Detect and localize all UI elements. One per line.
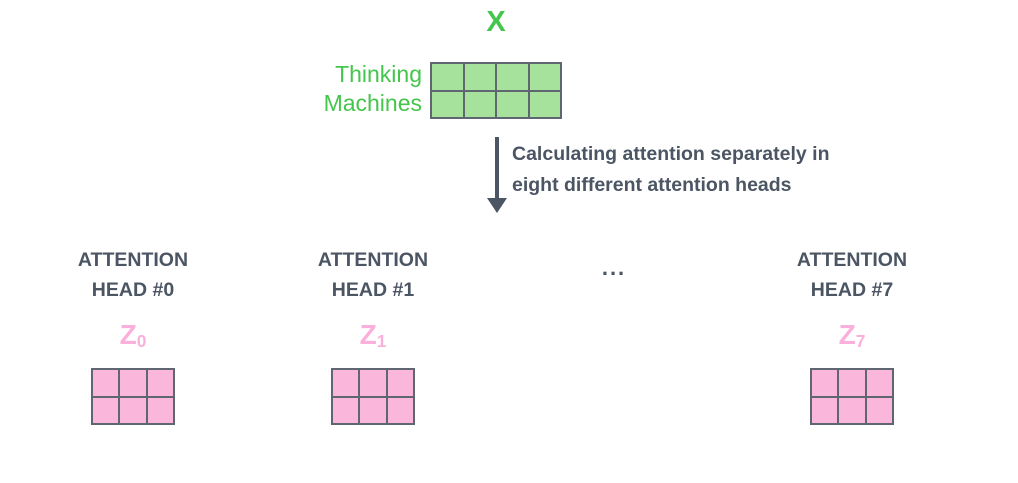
- matrix-cell: [839, 397, 865, 423]
- matrix-cell: [333, 370, 359, 396]
- matrix-cell: [333, 397, 359, 423]
- z7-label: Z7: [839, 318, 866, 355]
- matrix-cell: [529, 64, 560, 90]
- z-subscript: 7: [855, 331, 866, 352]
- attention-head-0-column: ATTENTION HEAD #0 Z0: [33, 245, 233, 425]
- heads-ellipsis: ...: [601, 255, 627, 280]
- z-letter: Z: [838, 319, 856, 350]
- matrix-cell: [93, 397, 119, 423]
- matrix-cell: [464, 64, 495, 90]
- z0-label: Z0: [120, 318, 147, 355]
- z7-matrix: [810, 368, 894, 425]
- matrix-cell: [387, 370, 413, 396]
- matrix-cell: [529, 91, 560, 117]
- matrix-cell: [120, 370, 146, 396]
- down-arrow-line: [495, 137, 499, 199]
- matrix-cell: [387, 397, 413, 423]
- matrix-cell: [497, 64, 528, 90]
- matrix-cell: [866, 397, 892, 423]
- z-letter: Z: [119, 319, 137, 350]
- matrix-cell: [360, 397, 386, 423]
- matrix-cell: [147, 370, 173, 396]
- matrix-cell: [93, 370, 119, 396]
- attention-head-1-label: ATTENTION HEAD #1: [317, 249, 429, 301]
- arrow-caption: Calculating attention separately in eigh…: [512, 143, 830, 196]
- z-subscript: 0: [136, 331, 147, 352]
- matrix-cell: [432, 91, 463, 117]
- z-letter: Z: [359, 319, 377, 350]
- z1-matrix: [331, 368, 415, 425]
- matrix-cell: [464, 91, 495, 117]
- attention-head-7-label: ATTENTION HEAD #7: [796, 249, 908, 301]
- matrix-cell: [360, 370, 386, 396]
- matrix-cell: [497, 91, 528, 117]
- down-arrow-head-icon: [487, 198, 507, 213]
- attention-head-7-column: ATTENTION HEAD #7 Z7: [752, 245, 952, 425]
- matrix-cell: [812, 370, 838, 396]
- attention-head-1-column: ATTENTION HEAD #1 Z1: [273, 245, 473, 425]
- input-matrix-title: X: [486, 6, 506, 38]
- matrix-cell: [147, 397, 173, 423]
- input-row-caption: Thinking Machines: [323, 61, 422, 116]
- matrix-cell: [120, 397, 146, 423]
- input-matrix: [430, 62, 562, 119]
- z-subscript: 1: [376, 331, 387, 352]
- z0-matrix: [91, 368, 175, 425]
- matrix-cell: [812, 397, 838, 423]
- z1-label: Z1: [360, 318, 387, 355]
- attention-head-0-label: ATTENTION HEAD #0: [77, 249, 189, 301]
- matrix-cell: [432, 64, 463, 90]
- matrix-cell: [866, 370, 892, 396]
- matrix-cell: [839, 370, 865, 396]
